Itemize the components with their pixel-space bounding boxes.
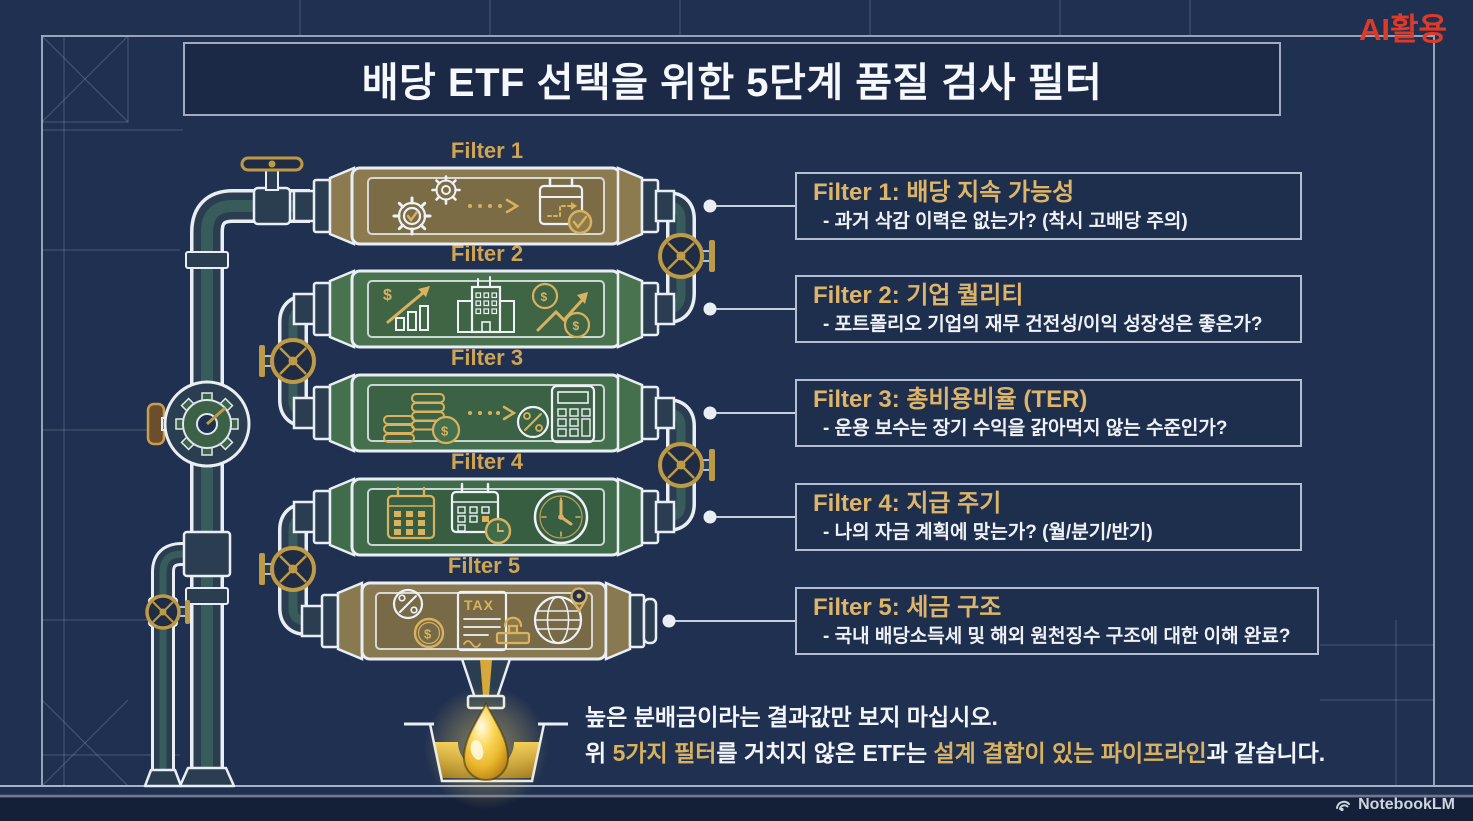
valve-wheel-icon xyxy=(259,546,316,592)
filter-4-heading: Filter 4: 지급 주기 xyxy=(813,489,1002,517)
brand-name: NotebookLM xyxy=(1358,796,1455,813)
filter-2-heading: Filter 2: 기업 퀄리티 xyxy=(813,281,1024,309)
svg-text:$: $ xyxy=(424,627,432,642)
pipe-label-filter-5: Filter 5 xyxy=(447,553,521,578)
pipe-label-filter-4: Filter 4 xyxy=(450,449,524,474)
conclusion-line-1: 높은 분배금이라는 결과값만 보지 마십시오. xyxy=(585,704,998,730)
valve-wheel-icon xyxy=(658,233,715,279)
conclusion-line2-pre: 위 xyxy=(585,740,613,766)
calendar-grid-icon xyxy=(386,486,436,540)
pump-gear-icon xyxy=(146,380,251,468)
percent-coin-icon: $ xyxy=(392,588,445,649)
conclusion-highlight-filters: 5가지 필터 xyxy=(612,740,717,766)
outflow-droplet xyxy=(404,657,568,810)
tax-document-stamp-icon: TAX xyxy=(456,590,531,652)
filter-3-icons: $ xyxy=(383,384,596,445)
filter-4-detail: - 나의 자금 계획에 맞는가? (월/분기/반기) xyxy=(823,521,1153,543)
calendar-check-icon xyxy=(538,177,593,235)
filter-3-info-box: Filter 3: 총비용비율 (TER) - 운용 보수는 장기 수익을 갉아… xyxy=(795,379,1302,447)
valve-wheel-icon xyxy=(259,338,316,384)
conclusion-text: 높은 분배금이라는 결과값만 보지 마십시오. 위 5가지 필터를 거치지 않은… xyxy=(585,699,1325,771)
globe-pin-icon xyxy=(533,587,588,645)
branch-valve-icon xyxy=(145,594,190,630)
filter-5-detail: - 국내 배당소득세 및 해외 원천징수 구조에 대한 이해 완료? xyxy=(823,625,1291,647)
filter-1-detail: - 과거 삭감 이력은 없는가? (착시 고배당 주의) xyxy=(823,210,1188,232)
filter-3-detail: - 운용 보수는 장기 수익을 갉아먹지 않는 수준인가? xyxy=(823,417,1228,439)
valve-wheel-icon xyxy=(658,442,715,488)
pipe-label-filter-1: Filter 1 xyxy=(450,138,524,163)
gears-check-icon xyxy=(392,175,461,236)
clock-icon xyxy=(533,489,589,545)
top-valve-icon xyxy=(240,156,304,226)
svg-text:$: $ xyxy=(573,319,580,333)
calendar-clock-icon xyxy=(450,482,512,545)
ai-usage-watermark: AI활용 xyxy=(1358,12,1447,47)
filter-1-info-box: Filter 1: 배당 지속 가능성 - 과거 삭감 이력은 없는가? (착시… xyxy=(795,172,1302,240)
svg-text:TAX: TAX xyxy=(464,597,494,613)
filter-3-heading: Filter 3: 총비용비율 (TER) xyxy=(813,385,1088,413)
filter-3-cylinder xyxy=(292,373,676,453)
filter-5-icons: $ TAX xyxy=(392,587,588,652)
dotted-arrow-icon xyxy=(468,405,517,421)
pipe-label-filter-2: Filter 2 xyxy=(450,241,524,266)
title-bar: 배당 ETF 선택을 위한 5단계 품질 검사 필터 xyxy=(183,42,1281,116)
coin-stacks-icon: $ xyxy=(383,393,461,445)
filter-4-info-box: Filter 4: 지급 주기 - 나의 자금 계획에 맞는가? (월/분기/반… xyxy=(795,483,1302,551)
main-supply-pipe xyxy=(143,189,310,788)
filter-5-heading: Filter 5: 세금 구조 xyxy=(813,593,1002,621)
filter-4-icons xyxy=(386,482,589,545)
office-building-icon xyxy=(457,276,515,334)
coins-uptrend-icon: $ $ xyxy=(531,282,591,339)
filter-5-cylinder xyxy=(300,581,658,661)
callout-connectors xyxy=(662,199,795,628)
notebooklm-logo-icon xyxy=(1336,800,1351,812)
filter-1-heading: Filter 1: 배당 지속 가능성 xyxy=(813,178,1075,206)
conclusion-line-2: 위 5가지 필터를 거치지 않은 ETF는 설계 결함이 있는 파이프라인과 같… xyxy=(585,735,1325,771)
svg-text:$: $ xyxy=(441,424,449,439)
filter-2-icons: $ $ $ xyxy=(383,276,591,339)
floor-lines xyxy=(0,785,1473,821)
dotted-arrow-icon xyxy=(468,198,520,214)
svg-text:$: $ xyxy=(383,287,392,304)
conclusion-highlight-pipeline: 설계 결함이 있는 파이프라인 xyxy=(933,740,1207,766)
filter-2-detail: - 포트폴리오 기업의 재무 건전성/이익 성장성은 좋은가? xyxy=(823,313,1263,335)
pipe-label-filter-3: Filter 3 xyxy=(450,345,524,370)
filter-1-cylinder xyxy=(292,166,676,246)
svg-text:$: $ xyxy=(541,290,548,304)
elbow-valve-wheels xyxy=(259,233,715,592)
filter-2-info-box: Filter 2: 기업 퀄리티 - 포트폴리오 기업의 재무 건전성/이익 성… xyxy=(795,275,1302,343)
filter-1-icons xyxy=(392,175,593,236)
dollar-growth-chart-icon: $ xyxy=(383,286,430,331)
page-title: 배당 ETF 선택을 위한 5단계 품질 검사 필터 xyxy=(361,61,1103,105)
percent-calculator-icon xyxy=(516,384,596,444)
brand-footer: NotebookLM xyxy=(1334,796,1455,814)
filter-5-info-box: Filter 5: 세금 구조 - 국내 배당소득세 및 해외 원천징수 구조에… xyxy=(795,587,1319,655)
conclusion-line2-post: 과 같습니다. xyxy=(1206,740,1326,766)
conclusion-line2-mid: 를 거치지 않은 ETF는 xyxy=(716,740,934,766)
